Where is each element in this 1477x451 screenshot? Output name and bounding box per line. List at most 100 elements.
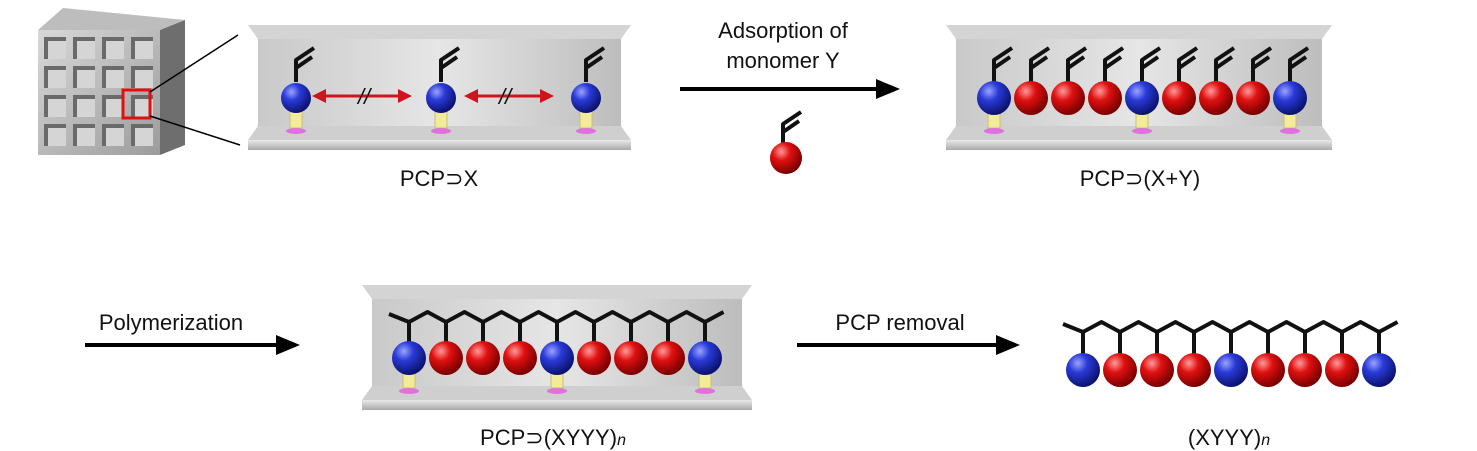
cube-pore-inner — [77, 99, 95, 117]
vinyl-double-bond — [781, 119, 801, 134]
monomer-y-ball — [1103, 353, 1137, 387]
cube-pore-inner — [135, 70, 153, 88]
cube-top-face — [38, 8, 185, 30]
monomer-y-ball — [614, 341, 648, 375]
label-pcp-xyyy-n: PCP⊃(XYYY)n — [480, 425, 626, 451]
vinyl-double-bond — [1251, 55, 1271, 70]
anchor-site — [547, 388, 567, 394]
blocked-arrow-left — [312, 89, 412, 103]
vinyl-double-bond — [1103, 55, 1123, 70]
cube-pore-grid — [44, 37, 153, 146]
anchor-site — [695, 388, 715, 394]
cube-pore-inner — [48, 128, 66, 146]
monomer-y-ball — [1251, 353, 1285, 387]
channel-bottom-edge — [946, 140, 1332, 150]
zoom-line-top — [149, 34, 239, 93]
cube-pore-inner — [77, 70, 95, 88]
vinyl-group — [1251, 46, 1273, 82]
channel-top-plate — [946, 25, 1332, 39]
anchor-site — [1132, 128, 1152, 134]
monomers-pcp-x — [281, 46, 606, 134]
cube-side-face — [160, 20, 185, 155]
vinyl-double-bond — [584, 55, 604, 70]
step-adsorption-line1: Adsorption of — [718, 18, 848, 43]
channel-bottom-edge — [362, 400, 752, 410]
cube-pore-inner — [77, 41, 95, 59]
monomer-y-ball — [1140, 353, 1174, 387]
blocked-arrow-right — [464, 89, 554, 103]
anchor-site — [399, 388, 419, 394]
monomer-y-ball — [1014, 81, 1048, 115]
blocked-reaction-arrows — [312, 89, 554, 103]
vinyl-double-bond — [1029, 55, 1049, 70]
free-monomer-y — [770, 110, 803, 174]
vinyl-double-bond — [439, 55, 459, 70]
blocked-mark-left: // — [356, 84, 372, 109]
vinyl-group — [1177, 46, 1199, 82]
monomer-y-ball — [577, 341, 611, 375]
vinyl-group — [992, 46, 1014, 82]
cube-pore-inner — [106, 41, 124, 59]
label-xyyy-base: (XYYY) — [1187, 425, 1262, 450]
vinyl-group — [584, 46, 606, 82]
channel-bottom-edge — [248, 140, 631, 150]
vinyl-double-bond — [1177, 55, 1197, 70]
vinyl-group — [1214, 46, 1236, 82]
pcp-crystal-cube — [38, 8, 241, 155]
monomer-y-ball — [1325, 353, 1359, 387]
cube-pore-inner — [48, 70, 66, 88]
vinyl-group — [439, 46, 461, 82]
monomer-x-ball — [540, 341, 574, 375]
channel-top-plate — [248, 25, 631, 39]
anchor-site — [1280, 128, 1300, 134]
vinyl-group — [1066, 46, 1088, 82]
arrow-adsorption — [680, 79, 900, 99]
cube-pore-inner — [48, 41, 66, 59]
monomer-x-ball — [1273, 81, 1307, 115]
vinyl-group — [1140, 46, 1162, 82]
vinyl-group — [1288, 46, 1310, 82]
label-subscript-n-2: n — [1261, 432, 1271, 449]
label-subscript-n: n — [617, 432, 626, 449]
cube-pore-inner — [106, 128, 124, 146]
vinyl-group — [294, 46, 316, 82]
cube-pore-inner — [106, 70, 124, 88]
cube-pore-inner — [106, 99, 124, 117]
monomer-x-ball — [392, 341, 426, 375]
anchor-site — [286, 128, 306, 134]
anchor-site — [576, 128, 596, 134]
monomer-x-ball — [1362, 353, 1396, 387]
monomer-y-ball — [1162, 81, 1196, 115]
monomer-x-ball — [1066, 353, 1100, 387]
monomer-y-ball — [503, 341, 537, 375]
polymer-in-pcp — [388, 310, 725, 394]
anchor-site — [984, 128, 1004, 134]
label-xyyy-n: (XYYY)n — [1188, 425, 1270, 451]
zoom-line-bottom — [149, 115, 241, 146]
channel-top-plate — [362, 285, 752, 299]
monomer-x-ball — [281, 83, 311, 113]
arrow-polymerization — [85, 335, 300, 355]
monomer-y-ball — [1088, 81, 1122, 115]
step-polymerization: Polymerization — [98, 310, 244, 335]
monomer-y-ball — [1236, 81, 1270, 115]
monomer-y-ball — [770, 142, 802, 174]
highlight-box — [121, 88, 152, 120]
monomer-x-ball — [1214, 353, 1248, 387]
label-pcp-xyyy-base: PCP⊃(XYYY) — [480, 425, 618, 450]
vinyl-double-bond — [1214, 55, 1234, 70]
monomer-y-ball — [466, 341, 500, 375]
polymer-backbone — [1062, 320, 1399, 334]
arrow-pcp-removal — [797, 335, 1020, 355]
cube-pore-inner — [135, 41, 153, 59]
vinyl-group — [1029, 46, 1051, 82]
monomers-pcp-xy — [977, 46, 1310, 134]
cube-pore-inner — [48, 99, 66, 117]
monomer-y-ball — [429, 341, 463, 375]
vinyl-group — [781, 110, 803, 146]
label-pcp-x: PCP⊃X — [399, 166, 479, 191]
vinyl-double-bond — [1066, 55, 1086, 70]
vinyl-double-bond — [1140, 55, 1160, 70]
monomer-x-ball — [1125, 81, 1159, 115]
